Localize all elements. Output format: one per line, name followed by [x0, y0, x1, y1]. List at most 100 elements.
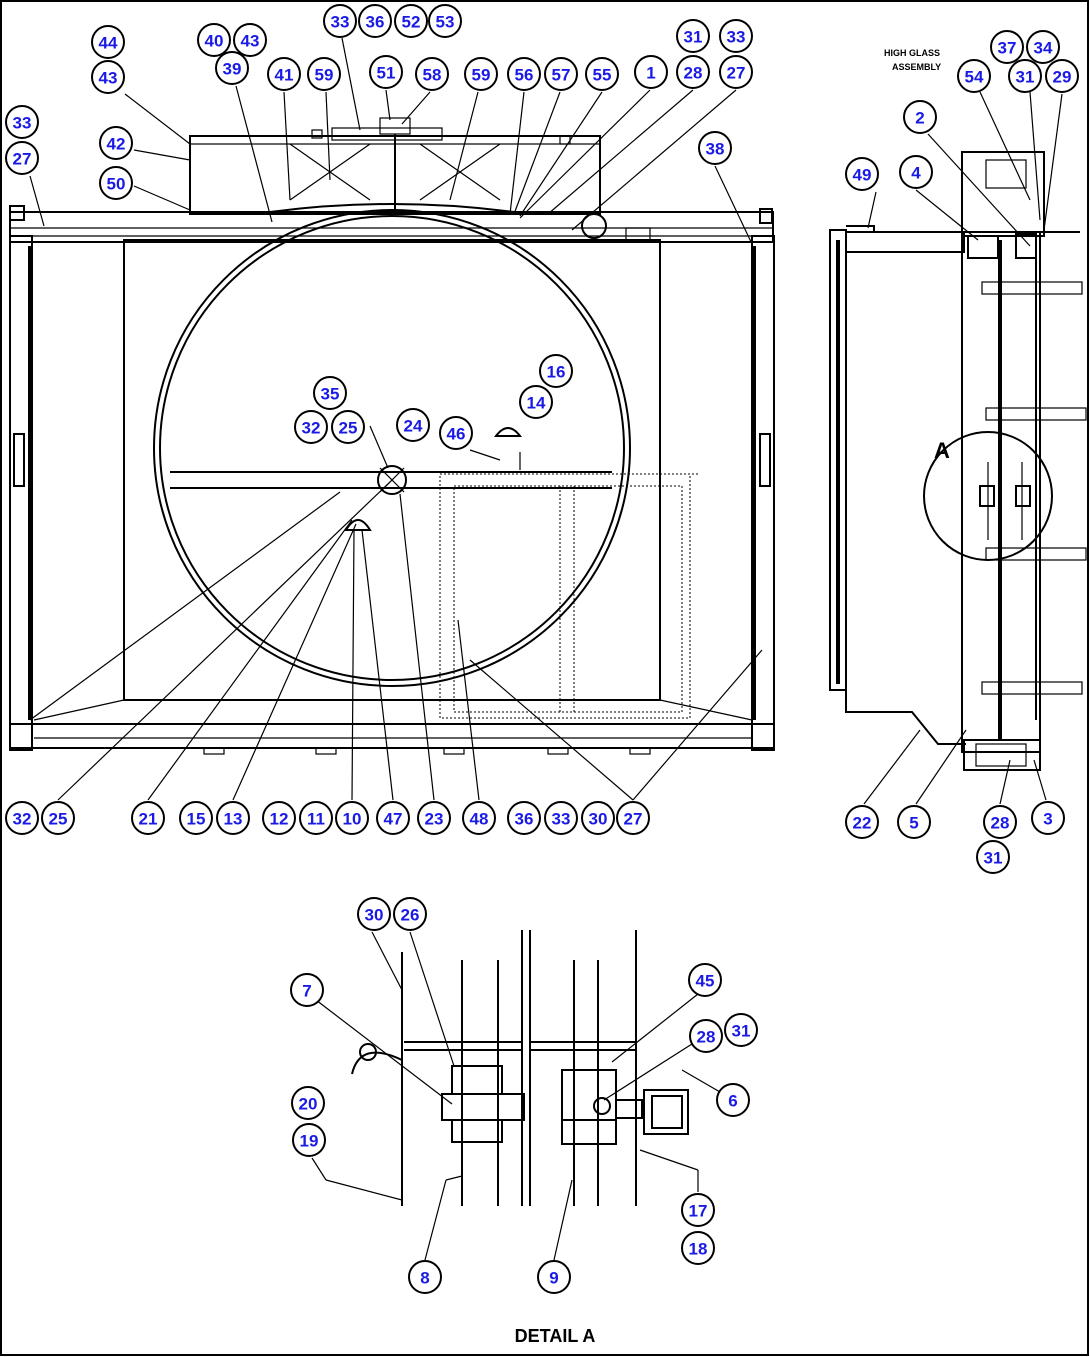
callout-circle — [215, 51, 249, 85]
callout-27: 27 — [719, 55, 753, 89]
callout-circle — [313, 376, 347, 410]
callout-number: 52 — [402, 13, 421, 32]
assembly-note-line-2: ASSEMBLY — [892, 62, 941, 72]
callout-number: 54 — [965, 68, 984, 87]
callout-circle — [681, 1193, 715, 1227]
callout-circle — [369, 55, 403, 89]
callout-number: 23 — [425, 810, 444, 829]
callout-number: 19 — [300, 1132, 319, 1151]
callout-1: 1 — [634, 55, 668, 89]
callout-circle — [179, 801, 213, 835]
callout-circle — [990, 30, 1024, 64]
callout-number: 59 — [315, 66, 334, 85]
callout-circle — [464, 57, 498, 91]
callout-13: 13 — [216, 801, 250, 835]
callout-number: 12 — [270, 810, 289, 829]
callout-number: 31 — [732, 1022, 751, 1041]
callout-number: 59 — [472, 66, 491, 85]
callout-circle — [131, 801, 165, 835]
callout-circle — [323, 4, 357, 38]
callout-circle — [616, 801, 650, 835]
callout-circle — [1026, 30, 1060, 64]
callout-number: 38 — [706, 140, 725, 159]
callout-circle — [899, 155, 933, 189]
callout-4: 4 — [899, 155, 933, 189]
callout-circle — [689, 1019, 723, 1053]
callout-26: 26 — [393, 897, 427, 931]
callout-31: 31 — [1008, 59, 1042, 93]
callout-23: 23 — [417, 801, 451, 835]
callout-number: 36 — [515, 810, 534, 829]
callout-24: 24 — [396, 408, 430, 442]
callout-50: 50 — [99, 166, 133, 200]
callout-9: 9 — [537, 1260, 571, 1294]
callout-38: 38 — [698, 131, 732, 165]
callout-circle — [462, 801, 496, 835]
callout-circle — [698, 131, 732, 165]
callout-number: 36 — [366, 13, 385, 32]
callout-6: 6 — [716, 1083, 750, 1117]
callout-number: 47 — [384, 810, 403, 829]
callout-58: 58 — [415, 57, 449, 91]
callout-circle — [976, 840, 1010, 874]
callout-number: 30 — [589, 810, 608, 829]
callout-number: 32 — [13, 810, 32, 829]
callout-circle — [233, 23, 267, 57]
callout-7: 7 — [290, 973, 324, 1007]
callout-11: 11 — [299, 801, 333, 835]
callout-3: 3 — [1031, 801, 1065, 835]
callout-number: 14 — [527, 394, 546, 413]
callout-33: 33 — [5, 105, 39, 139]
callout-number: 4 — [911, 164, 921, 183]
callout-33: 33 — [323, 4, 357, 38]
callout-number: 33 — [331, 13, 350, 32]
callout-circle — [417, 801, 451, 835]
callout-number: 29 — [1053, 68, 1072, 87]
callout-circle — [724, 1013, 758, 1047]
callout-number: 34 — [1034, 39, 1053, 58]
callout-circle — [299, 801, 333, 835]
callout-circle — [539, 354, 573, 388]
callout-39: 39 — [215, 51, 249, 85]
callout-circle — [262, 801, 296, 835]
callout-circle — [719, 19, 753, 53]
callout-number: 1 — [646, 64, 655, 83]
callout-5: 5 — [897, 805, 931, 839]
callout-25: 25 — [331, 410, 365, 444]
callout-circle — [1008, 59, 1042, 93]
callout-number: 58 — [423, 66, 442, 85]
callout-circle — [91, 25, 125, 59]
callout-number: 49 — [853, 166, 872, 185]
side-view: A HIGH GLASS ASSEMBLY — [829, 48, 1087, 805]
callout-47: 47 — [376, 801, 410, 835]
callout-29: 29 — [1045, 59, 1079, 93]
callout-19: 19 — [292, 1123, 326, 1157]
callout-15: 15 — [179, 801, 213, 835]
callout-number: 13 — [224, 810, 243, 829]
callout-number: 11 — [307, 810, 325, 829]
callout-number: 5 — [909, 814, 918, 833]
callout-circle — [428, 4, 462, 38]
callout-54: 54 — [957, 59, 991, 93]
callout-8: 8 — [408, 1260, 442, 1294]
callout-56: 56 — [507, 57, 541, 91]
callout-number: 37 — [998, 39, 1017, 58]
callout-33: 33 — [719, 19, 753, 53]
callout-circle — [634, 55, 668, 89]
callout-48: 48 — [462, 801, 496, 835]
callout-number: 26 — [401, 906, 420, 925]
callout-circle — [544, 801, 578, 835]
callout-16: 16 — [539, 354, 573, 388]
callout-circle — [396, 408, 430, 442]
callout-number: 48 — [470, 810, 489, 829]
callout-number: 35 — [321, 385, 340, 404]
callout-number: 45 — [696, 972, 715, 991]
callout-45: 45 — [688, 963, 722, 997]
callout-circle — [676, 19, 710, 53]
front-view — [9, 37, 775, 801]
callout-number: 31 — [984, 849, 1003, 868]
callout-21: 21 — [131, 801, 165, 835]
